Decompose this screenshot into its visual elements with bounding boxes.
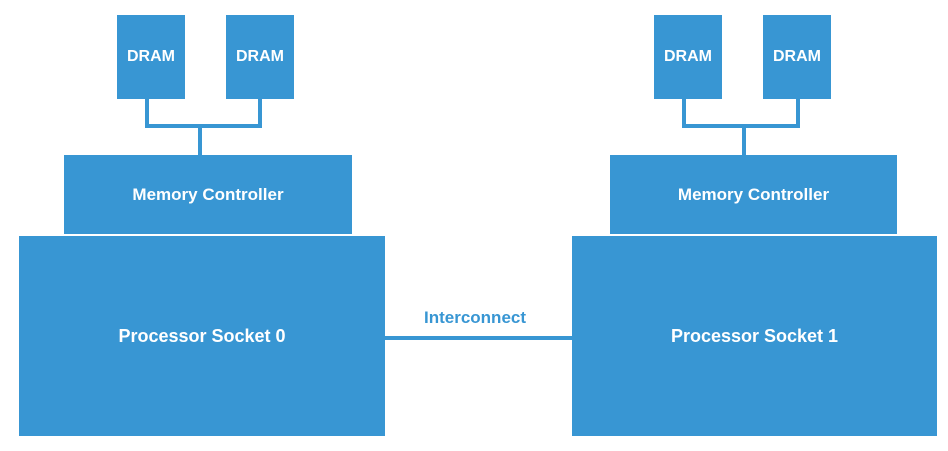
- right-dram-to-mc-link: [742, 124, 746, 156]
- left-memory-controller: Memory Controller: [64, 155, 352, 234]
- right-dram-bus: [682, 124, 800, 128]
- left-dram-2-stem: [258, 99, 262, 127]
- interconnect-line: [385, 336, 572, 340]
- right-memory-controller: Memory Controller: [610, 155, 897, 234]
- right-dram-1: DRAM: [654, 15, 722, 99]
- interconnect-label: Interconnect: [424, 308, 527, 327]
- left-dram-1: DRAM: [117, 15, 185, 99]
- left-dram-2: DRAM: [226, 15, 294, 99]
- right-dram-2: DRAM: [763, 15, 831, 99]
- left-dram-bus: [145, 124, 262, 128]
- left-dram-to-mc-link: [198, 124, 202, 156]
- left-dram-1-stem: [145, 99, 149, 127]
- processor-socket-1: Processor Socket 1: [572, 236, 937, 436]
- right-dram-1-stem: [682, 99, 686, 127]
- right-dram-2-stem: [796, 99, 800, 127]
- processor-socket-0: Processor Socket 0: [19, 236, 385, 436]
